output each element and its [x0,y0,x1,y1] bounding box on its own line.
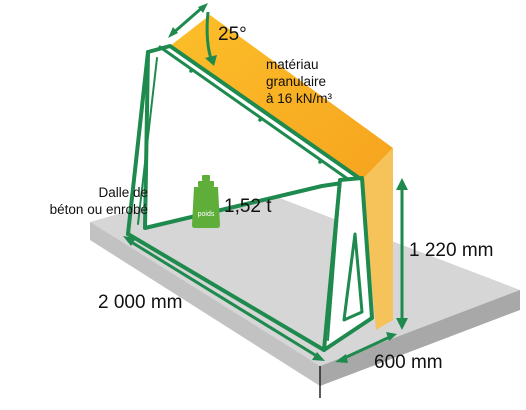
barrier-end-inner [327,185,341,341]
weight-value-label: 1,52 t [224,196,272,217]
crest-arrowhead-b [198,3,208,13]
slab-label: Dalle de béton ou enrobé [16,184,148,218]
crest-width-arrow [171,4,205,36]
barrier-end-window [342,232,364,322]
crest-arrowhead-a [168,27,178,38]
bolt-2 [258,118,262,122]
weight-icon-text: poids [197,211,215,218]
depth-label: 600 mm [374,352,443,373]
slab-side-face [320,290,520,386]
bolt-3 [318,160,322,164]
length-arrow [127,238,321,360]
depth-arrowhead-start [335,354,348,363]
length-arrowhead-start [123,236,136,246]
length-arrowhead-end [312,352,325,361]
material-label-line3: à 16 kN/m³ [266,91,333,106]
bolt-1 [189,69,193,73]
barrier-top-rail [158,45,354,184]
material-label: matériau granulaire à 16 kN/m³ [266,56,332,107]
depth-arrowhead-end [386,332,397,341]
height-arrowhead-bottom [396,318,408,330]
granular-material [170,15,393,330]
barrier-front-edge-inner [137,57,158,225]
material-top-face [170,15,393,180]
slab-label-line2: béton ou enrobé [49,202,148,217]
angle-label: 25° [218,24,247,45]
material-label-line2: granulaire [266,74,327,89]
dimension-lines [123,3,408,363]
barrier-bottom-edge [126,232,326,352]
barrier-front-edge [126,50,150,236]
weight-icon: poids [191,175,221,229]
slab-label-line1: Dalle de [98,185,148,200]
slab-front-face [90,222,320,386]
depth-arrow [339,334,393,362]
height-arrowhead-top [396,178,408,190]
material-label-line1: matériau [266,57,319,72]
material-side-face [362,148,393,330]
height-label: 1 220 mm [409,240,494,261]
barrier-end-frame [322,176,374,352]
angle-arrowhead [205,55,217,66]
length-label: 2 000 mm [98,292,183,313]
